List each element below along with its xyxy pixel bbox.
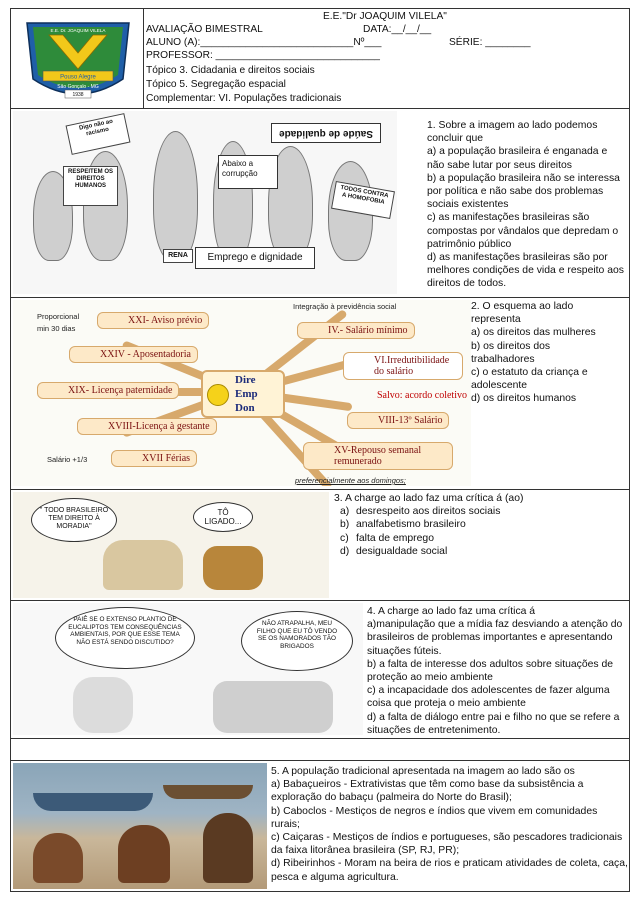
question-2-text: 2. O esquema ao lado representa a) os di… [471,300,611,406]
question-1-text: 1. Sobre a imagem ao lado podemos conclu… [427,119,627,291]
man-reading-figure [103,540,183,590]
school-crest-logo: Pouso Alegre São Gonçalo - MG 1938 E.E. … [26,22,130,99]
mindmap-note-salary: Salário +1/3 [47,455,88,464]
labor-rights-mindmap: Dire Emp Don Integração à previdência so… [13,300,471,486]
question-3-options: a)desrespeito aos direitos sociais b)ana… [334,505,629,558]
question-1-option-b[interactable]: b) a população brasileira não se interes… [427,172,620,211]
housing-charge-image: " TODO BRASILEIRO TEM DIREITO À MORADIA"… [13,492,329,598]
question-4-option-d[interactable]: d) a falta de diálogo entre pai e filho … [367,711,620,736]
question-1-option-d[interactable]: d) as manifestações brasileiras são por … [427,252,624,290]
smiley-icon [207,384,229,406]
protester-figure [153,131,198,261]
question-2-row: Dire Emp Don Integração à previdência so… [11,298,629,490]
mindmap-node-collective: Salvo: acordo coletivo [377,390,467,401]
speech-bubble: " TODO BRASILEIRO TEM DIREITO À MORADIA" [31,498,117,542]
mindmap-node-maternity: XVIII-Licença à gestante [77,418,217,435]
topic-5: Tópico 5. Segregação espacial [146,79,286,90]
mindmap-note-30-days: min 30 dias [37,324,76,333]
exam-sheet: Pouso Alegre São Gonçalo - MG 1938 E.E. … [10,8,630,892]
topic-3: Tópico 3. Cidadania e direitos sociais [146,65,315,76]
mindmap-node-weekly-rest: XV-Repouso semanal remunerado [303,442,453,470]
question-3-option-a[interactable]: a)desrespeito aos direitos sociais [340,506,501,518]
mindmap-node-paternity: XIX- Licença paternidade [37,382,180,399]
svg-text:E.E. Dr. JOAQUIM VILELA: E.E. Dr. JOAQUIM VILELA [51,28,107,33]
protest-sign-human-rights: RESPEITEM OS DIREITOS HUMANOS [63,166,118,206]
question-5-stem: 5. A população tradicional apresentada n… [271,766,575,777]
question-4-row: PAIÊ SE O EXTENSO PLANTIO DE EUCALIPTOS … [11,601,629,739]
question-2-option-b[interactable]: b) os direitos dos trabalhadores [471,340,551,365]
svg-text:1938: 1938 [72,92,83,98]
mindmap-node-13th-salary: VIII-13º Salário [347,412,450,429]
boat-shape [163,785,253,799]
question-3-text: 3. A charge ao lado faz uma crítica á (a… [334,492,629,558]
speech-bubble: PAIÊ SE O EXTENSO PLANTIO DE EUCALIPTOS … [55,607,195,669]
speech-bubble: TÔ LIGADO... [193,502,253,532]
question-1-option-c[interactable]: c) as manifestações brasileiras são comp… [427,212,619,250]
question-3-option-c[interactable]: c)falta de emprego [340,532,434,544]
protest-cartoon-image: Digo não ao racismo RESPEITEM OS DIREITO… [13,111,397,294]
question-1-row: Digo não ao racismo RESPEITEM OS DIREITO… [11,109,629,298]
tv-charge-image: PAIÊ SE O EXTENSO PLANTIO DE EUCALIPTOS … [13,603,363,735]
question-2-option-c[interactable]: c) o estatuto da criança e adolescente [471,367,588,392]
question-5-option-c[interactable]: c) Caiçaras - Mestiços de índios e portu… [271,832,623,857]
svg-text:Pouso Alegre: Pouso Alegre [60,75,96,81]
question-5-option-a[interactable]: a) Babaçueiros - Extrativistas que têm c… [271,779,584,804]
mindmap-node-irreducibility: VI.Irredutibilidade do salário [343,352,463,380]
question-2-option-d[interactable]: d) os direitos humanos [471,393,577,405]
mindmap-center-line2: Emp [235,388,258,400]
banner-health: Saúde de qualidade [271,123,381,143]
question-1-option-a[interactable]: a) a população brasileira é enganada e n… [427,146,608,171]
school-name: E.E."Dr JOAQUIM VILELA" [323,11,447,22]
question-4-option-c[interactable]: c) a incapacidade dos adolescentes de fa… [367,685,610,710]
svg-text:São Gonçalo - MG: São Gonçalo - MG [57,84,99,90]
protest-sign-racism: Digo não ao racismo [65,113,131,155]
card-corruption: Abaixo a corrupção [218,155,278,189]
blank-row [11,739,629,761]
boat-shape [33,793,153,811]
mindmap-center-line3: Don [235,402,255,414]
grade-field[interactable]: SÉRIE: ________ [449,37,531,48]
fisherman-figure [118,825,170,883]
question-3-option-b[interactable]: b)analfabetismo brasileiro [340,519,466,531]
mindmap-node-min-wage: IV.- Salário mínimo [297,322,415,339]
mindmap-node-vacation: XVII Férias [111,450,198,467]
mindmap-top-label: Integração à previdência social [293,302,397,311]
mindmap-center-line1: Dire [235,374,256,386]
fisherman-figure [33,833,83,883]
question-3-option-d[interactable]: d)desigualdade social [340,545,448,557]
question-4-option-b[interactable]: b) a falta de interesse dos adultos sobr… [367,658,614,684]
question-2-option-a[interactable]: a) os direitos das mulheres [471,327,596,339]
teacher-field[interactable]: PROFESSOR: _____________________________ [146,50,380,61]
header-row: Pouso Alegre São Gonçalo - MG 1938 E.E. … [11,9,629,109]
protest-sign-partial: RENA [163,249,193,263]
question-3-stem: 3. A charge ao lado faz uma crítica á (a… [334,493,524,504]
question-4-option-a[interactable]: a)manipulação que a mídia faz desviando … [367,619,623,657]
question-3-row: " TODO BRASILEIRO TEM DIREITO À MORADIA"… [11,490,629,601]
question-4-text: 4. A charge ao lado faz uma crítica á a)… [367,605,629,737]
question-5-text: 5. A população tradicional apresentada n… [271,765,629,884]
banner-employment: Emprego e dignidade [195,247,315,269]
child-figure [73,677,133,733]
exam-title: AVALIAÇÃO BIMESTRAL [146,24,263,35]
mindmap-node-notice: XXI- Aviso prévio [97,312,210,329]
homeless-person-figure [203,546,263,590]
student-field[interactable]: ALUNO (A):___________________________Nº_… [146,37,382,48]
mindmap-node-retirement: XXIV - Aposentadoria [69,346,198,363]
question-2-stem: 2. O esquema ao lado representa [471,301,574,326]
mindmap-center: Dire Emp Don [201,370,285,418]
date-field[interactable]: DATA:__/__/__ [363,24,432,35]
fishermen-photo [13,763,267,889]
fisherman-figure [203,813,253,883]
question-5-option-d[interactable]: d) Ribeirinhos - Moram na beira de rios … [271,858,628,883]
speech-bubble: NÃO ATRAPALHA, MEU FILHO QUE EU TÔ VENDO… [241,611,353,671]
father-on-sofa-figure [213,681,333,733]
question-5-row: 5. A população tradicional apresentada n… [11,761,629,893]
question-4-stem: 4. A charge ao lado faz uma crítica á [367,606,536,617]
mindmap-note-sundays: preferencialmente aos domingos; [295,476,406,485]
complement-topic: Complementar: VI. Populações tradicionai… [146,93,342,104]
question-5-option-b[interactable]: b) Caboclos - Mestiços de negros e índio… [271,805,598,830]
question-1-stem: 1. Sobre a imagem ao lado podemos conclu… [427,120,598,145]
header-divider [143,9,144,108]
mindmap-note-proportional: Proporcional [37,312,80,321]
